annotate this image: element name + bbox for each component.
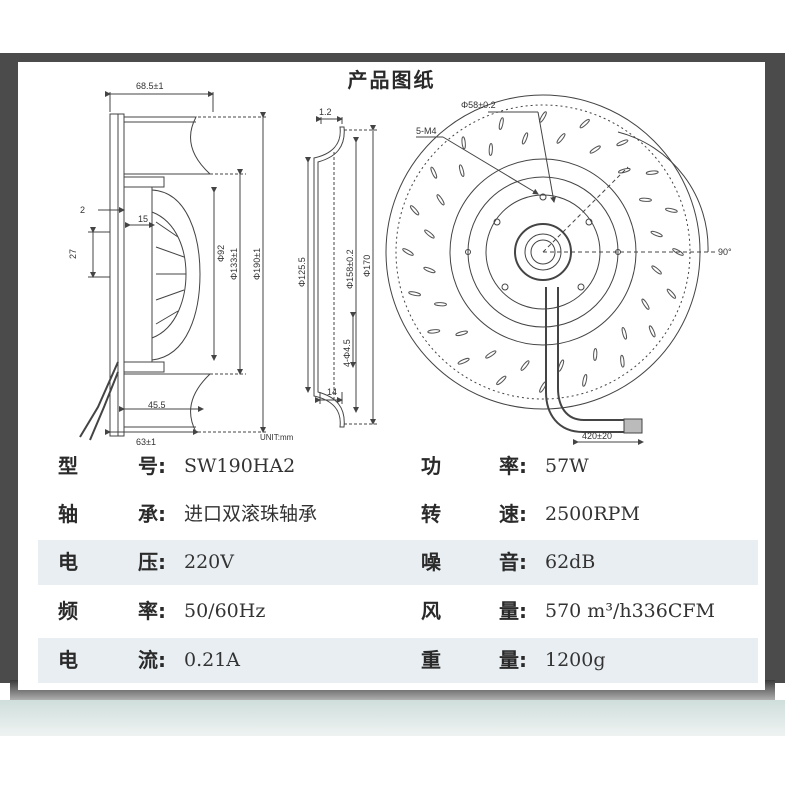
page-title: 产品图纸: [347, 68, 436, 92]
impeller-slot: [488, 143, 493, 157]
dim-dia-133: Φ133±1: [229, 248, 239, 280]
impeller-slot: [593, 347, 598, 361]
spec-label: 音:: [499, 550, 527, 574]
spec-label: 风: [421, 599, 441, 623]
impeller-slot: [616, 139, 629, 147]
spec-value: 1200g: [545, 649, 606, 671]
impeller-slot: [458, 164, 465, 177]
side-view: [79, 91, 268, 441]
spec-row: 电 压: 220V 噪 音: 62dB: [38, 540, 758, 585]
spec-value: 0.21A: [184, 649, 241, 671]
spec-label: 功: [421, 454, 441, 478]
impeller-slot: [579, 118, 590, 129]
dim-27: 27: [68, 249, 78, 259]
spec-label: 轴: [58, 502, 78, 526]
impeller-slot: [651, 265, 662, 275]
impeller-slot: [556, 133, 566, 144]
spec-label: 量:: [499, 599, 527, 623]
dim-width-top: 68.5±1: [136, 81, 163, 91]
impeller-slot: [672, 248, 684, 256]
impeller-slot: [648, 325, 656, 338]
impeller-slot: [521, 132, 529, 145]
impeller-slot: [645, 170, 659, 175]
impeller-slot: [436, 194, 445, 206]
spec-label: 率:: [138, 599, 166, 623]
spec-value: 2500RPM: [545, 503, 640, 525]
spec-label: 电: [58, 550, 78, 574]
impeller-slot: [665, 207, 678, 213]
dim-cable: 420±20: [582, 431, 612, 441]
impeller-slot: [424, 229, 435, 239]
dim-45-5: 45.5: [148, 400, 166, 410]
dim-dia-58: Φ58±0.2: [461, 100, 496, 110]
dim-dia-190: Φ190±1: [252, 248, 262, 280]
dim-dia-125-5: Φ125.5: [297, 257, 307, 287]
impeller-slot: [423, 266, 436, 274]
dim-15: 15: [138, 214, 148, 224]
impeller-slot: [430, 166, 438, 179]
impeller-slot: [650, 230, 663, 238]
impeller-slot: [402, 248, 414, 256]
spec-value: 57W: [545, 455, 589, 477]
impeller-slot: [455, 330, 468, 337]
spec-label: 流:: [138, 648, 166, 672]
impeller-slot: [409, 205, 420, 216]
spec-label: 型: [58, 454, 78, 478]
unit-label: UNIT:mm: [260, 433, 294, 442]
frame-base: [0, 700, 785, 736]
spec-value: 50/60Hz: [184, 600, 266, 622]
spec-card: 产品图纸: [18, 62, 765, 690]
dim-dia-158: Φ158±0.2: [345, 249, 355, 289]
impeller-slot: [620, 354, 625, 368]
impeller-slot: [434, 302, 448, 307]
impeller-slot: [520, 360, 530, 371]
spec-label: 频: [58, 599, 78, 623]
spec-label: 噪: [421, 550, 441, 574]
impeller-slot: [638, 197, 652, 202]
technical-drawing: 68.5±1 2 15 27 Φ92 Φ133±1 Φ190±1 45.5 63…: [68, 81, 732, 447]
impeller-slot: [589, 145, 601, 154]
impeller-slot: [408, 291, 421, 297]
dim-angle: 90°: [718, 247, 732, 257]
dim-1-2: 1.2: [319, 107, 332, 117]
spec-row: 型 号: SW190HA2 功 率: 57W: [38, 444, 758, 489]
impeller-slot: [621, 327, 628, 340]
impeller-slot: [485, 350, 497, 359]
spec-value: SW190HA2: [184, 455, 296, 477]
impeller-slot: [641, 298, 650, 310]
impeller-slot: [666, 288, 677, 299]
spec-label: 压:: [138, 550, 166, 574]
impeller-slot: [457, 357, 470, 365]
front-view: [385, 94, 718, 445]
spec-label: 速:: [499, 502, 527, 526]
spec-label: 号:: [138, 454, 166, 478]
impeller-slot: [618, 167, 631, 174]
dim-holes: 4-Φ4.5: [342, 339, 352, 367]
spec-value: 进口双滚珠轴承: [184, 503, 318, 525]
spec-value: 62dB: [545, 551, 596, 573]
spec-label: 量:: [499, 648, 527, 672]
impeller-slot: [461, 136, 466, 150]
impeller-slot: [498, 117, 504, 130]
dim-dia-92: Φ92: [216, 245, 226, 262]
dim-screws: 5-M4: [416, 126, 437, 136]
spec-value: 220V: [184, 551, 234, 573]
impeller-slot: [427, 329, 441, 334]
spec-row: 频 率: 50/60Hz 风 量: 570 m³/h336CFM: [38, 589, 758, 634]
spec-label: 重: [421, 648, 441, 672]
dim-width-bottom: 63±1: [136, 437, 156, 447]
impeller-slot: [496, 375, 507, 386]
spec-label: 率:: [499, 454, 527, 478]
spec-label: 承:: [138, 502, 166, 526]
dim-dia-170: Φ170: [362, 255, 372, 277]
spec-label: 转: [421, 502, 441, 526]
impeller-slot: [582, 374, 588, 387]
spec-value: 570 m³/h336CFM: [545, 600, 716, 622]
spec-row: 轴 承: 进口双滚珠轴承 转 速: 2500RPM: [38, 492, 758, 537]
dim-14: 14: [327, 387, 337, 397]
dim-2: 2: [80, 205, 85, 215]
profile-view: [305, 116, 378, 428]
spec-row: 电 流: 0.21A 重 量: 1200g: [38, 638, 758, 683]
spec-label: 电: [58, 648, 78, 672]
